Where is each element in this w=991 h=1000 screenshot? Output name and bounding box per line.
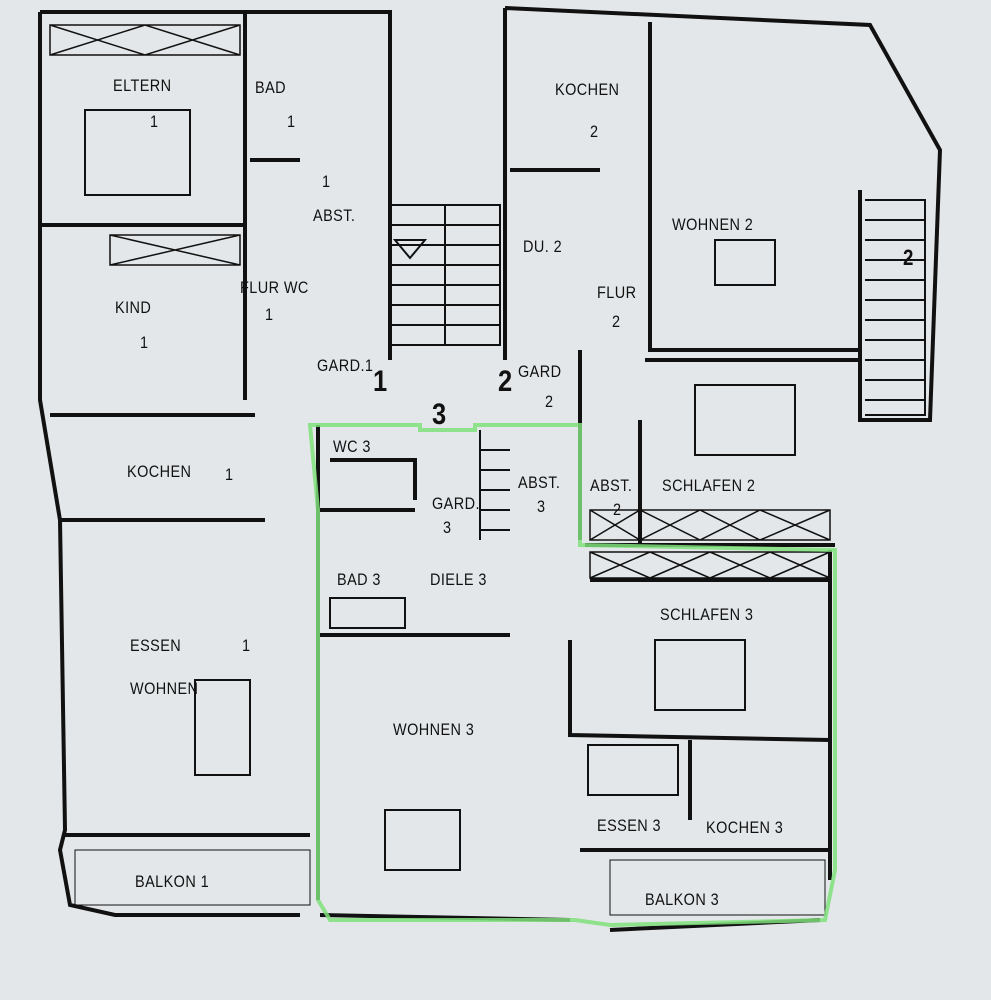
unit-number-2: 2 (498, 365, 513, 398)
room-label: 2 (612, 312, 621, 331)
stair (390, 199, 926, 540)
room-label: ABST. (590, 476, 633, 495)
unit-number-1: 1 (373, 365, 388, 398)
room-label: ESSEN (130, 636, 182, 655)
room-label: GARD. (432, 494, 480, 513)
room-label: ELTERN (113, 76, 172, 95)
wall-unit-1 (38, 10, 392, 917)
room-label: 3 (537, 497, 546, 516)
room-label: ESSEN 3 (597, 816, 662, 835)
room-label: 1 (287, 112, 296, 131)
room-label: 2 (590, 122, 599, 141)
unit-number-3: 3 (432, 398, 447, 431)
room-label: KIND (115, 298, 152, 317)
room-label: WC 3 (333, 437, 371, 456)
room-label: KOCHEN (555, 80, 620, 99)
room-label: 1 (242, 636, 251, 655)
room-label: WOHNEN 3 (393, 720, 475, 739)
room-label: GARD (518, 362, 562, 381)
room-label: KOCHEN 3 (706, 818, 784, 837)
room-label: 1 (150, 112, 159, 131)
room-label: DU. 2 (523, 237, 563, 256)
wall-unit-3 (316, 425, 835, 932)
room-label: BAD (255, 78, 286, 97)
room-label: ABST. (518, 473, 561, 492)
room-label: SCHLAFEN 3 (660, 605, 754, 624)
arrow-down-icon (392, 239, 428, 260)
room-label: 1 (140, 333, 149, 352)
room-label: 3 (443, 518, 452, 537)
room-label: 1 (265, 305, 274, 324)
room-label: WOHNEN (130, 679, 199, 698)
room-label: FLUR WC (240, 278, 309, 297)
room-label: BALKON 1 (135, 872, 210, 891)
room-label: FLUR (597, 283, 637, 302)
room-label: BAD 3 (337, 570, 381, 589)
room-label: GARD.1 (317, 356, 374, 375)
room-label: 2 (613, 500, 622, 519)
room-label: KOCHEN (127, 462, 192, 481)
furniture (84, 109, 796, 871)
window-cross (49, 24, 831, 579)
room-label: 2 (903, 245, 914, 270)
room-label: 2 (545, 392, 554, 411)
unit-3-highlight (307, 423, 837, 928)
room-label: 1 (322, 172, 331, 191)
room-label: DIELE 3 (430, 570, 487, 589)
room-label: SCHLAFEN 2 (662, 476, 756, 495)
room-label: WOHNEN 2 (672, 215, 754, 234)
room-label: ABST. (313, 206, 356, 225)
room-label: BALKON 3 (645, 890, 720, 909)
room-label: 1 (225, 465, 234, 484)
